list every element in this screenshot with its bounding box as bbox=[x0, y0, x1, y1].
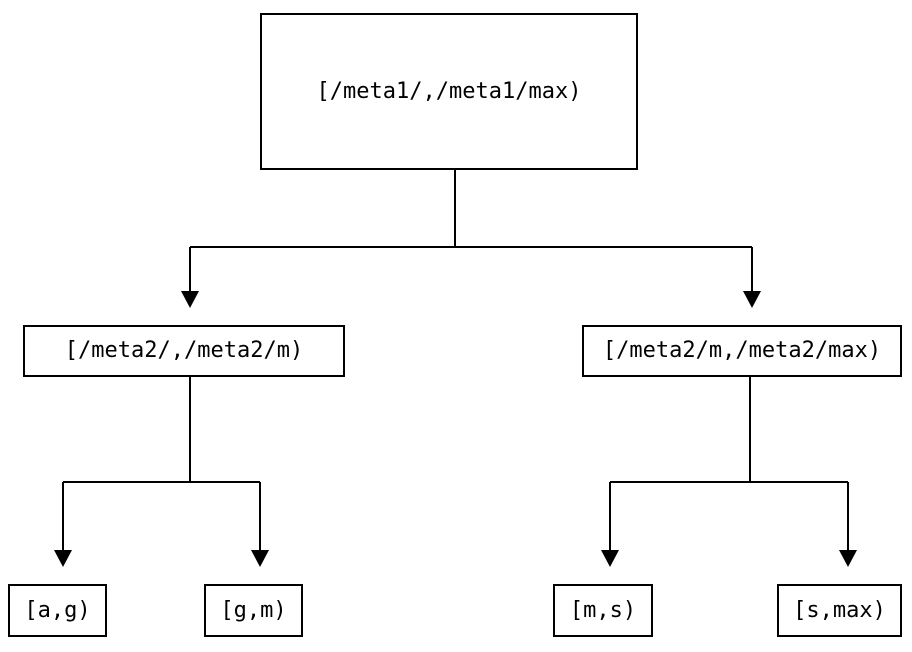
arrow-down-icon bbox=[839, 550, 857, 567]
edge-root-to-level1 bbox=[189, 170, 753, 292]
arrow-down-icon bbox=[251, 550, 269, 567]
tree-leaf-a-g: [a,g) bbox=[8, 584, 107, 637]
tree-leaf-m-s: [m,s) bbox=[553, 584, 653, 637]
edge-right-subtree bbox=[609, 377, 849, 551]
tree-node-root: [/meta1/,/meta1/max) bbox=[260, 13, 638, 170]
tree-leaf-g-m: [g,m) bbox=[204, 584, 303, 637]
tree-node-meta2-right: [/meta2/m,/meta2/max) bbox=[582, 325, 902, 377]
tree-leaf-s-max: [s,max) bbox=[777, 584, 902, 637]
arrow-down-icon bbox=[743, 291, 761, 308]
arrow-down-icon bbox=[54, 550, 72, 567]
edge-left-subtree bbox=[62, 377, 261, 551]
tree-node-meta2-left: [/meta2/,/meta2/m) bbox=[23, 325, 345, 377]
arrow-down-icon bbox=[601, 550, 619, 567]
arrow-down-icon bbox=[181, 291, 199, 308]
